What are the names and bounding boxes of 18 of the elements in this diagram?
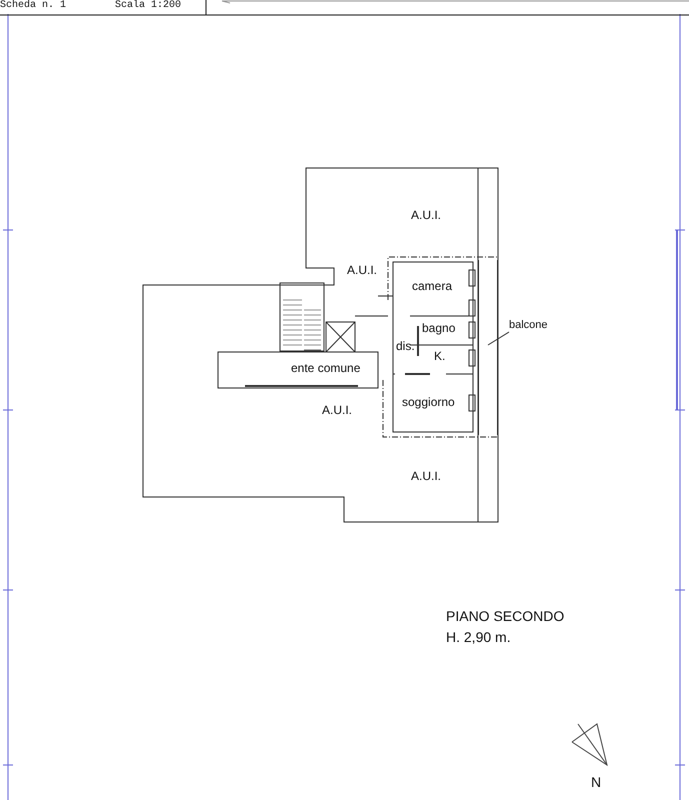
room-label: dis. (396, 340, 415, 352)
floor-title: PIANO SECONDO (446, 609, 564, 623)
balcony-strip (478, 260, 498, 435)
room-label: K. (434, 350, 446, 362)
height-note: H. 2,90 m. (446, 630, 511, 644)
room-label: A.U.I. (411, 209, 442, 221)
room-label: bagno (422, 322, 456, 334)
room-label: camera (412, 280, 452, 292)
room-label: A.U.I. (322, 404, 352, 416)
sheet-number: Scheda n. 1 (0, 1, 66, 11)
room-label: A.U.I. (411, 470, 442, 482)
north-label: N (591, 775, 602, 789)
balcony-label: balcone (509, 320, 551, 332)
room-label: A.U.I. (347, 264, 378, 276)
leader-line (488, 332, 510, 346)
room-label: soggiorno (402, 396, 455, 408)
scale-note: Scala 1:200 (115, 1, 182, 11)
room-label: ente comune (291, 362, 360, 374)
